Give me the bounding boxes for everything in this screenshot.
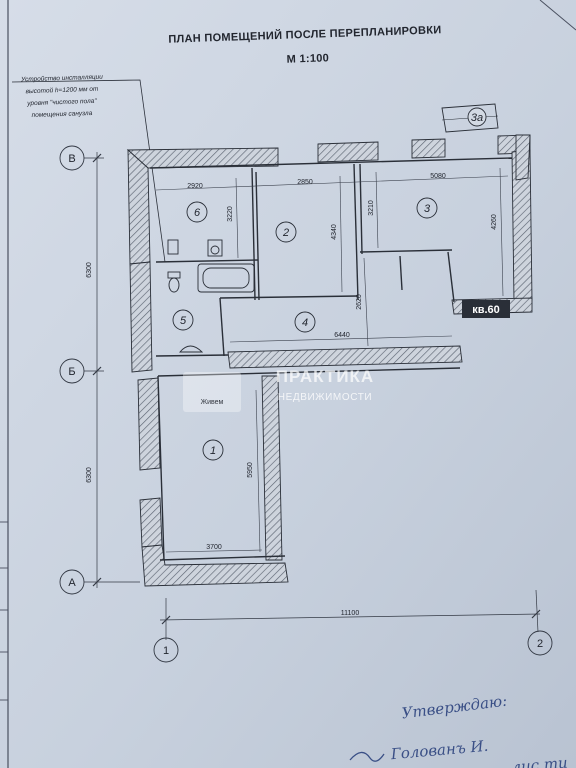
- svg-text:1: 1: [210, 445, 216, 457]
- toilet-fixture: [167, 271, 181, 293]
- apartment-badge: кв.60: [462, 300, 510, 318]
- svg-text:2: 2: [537, 638, 543, 650]
- watermark-line1: ПРАКТИКА: [276, 367, 374, 386]
- watermark-logo: Живем: [201, 399, 224, 406]
- dim-r3-depth-left: 3210: [368, 200, 375, 216]
- svg-text:лис.ти: лис.ти: [511, 754, 569, 768]
- svg-text:кв.60: кв.60: [472, 304, 500, 316]
- axis-lines: [84, 152, 541, 640]
- watermark-line2: НЕДВИЖИМОСТИ: [278, 392, 372, 403]
- dim-r4-width: 6440: [334, 332, 350, 339]
- svg-text:3а: 3а: [471, 112, 483, 124]
- dim-r3-width: 5080: [430, 173, 446, 180]
- svg-text:3: 3: [424, 203, 431, 215]
- svg-text:1: 1: [163, 645, 169, 657]
- room-3a-marker: 3а: [441, 103, 499, 133]
- svg-text:помещения санузла: помещения санузла: [31, 110, 92, 119]
- plan-scale: М 1:100: [286, 52, 329, 65]
- svg-text:5: 5: [180, 315, 187, 327]
- svg-text:В: В: [68, 153, 75, 165]
- dim-r2-depth: 4340: [331, 224, 338, 240]
- dim-axis-top: 6300: [86, 262, 93, 278]
- dim-r1-width: 3700: [206, 544, 222, 551]
- installation-note: Устройство инсталляции высотой h=1200 мм…: [11, 73, 166, 263]
- sink-fixture: [179, 345, 204, 353]
- svg-text:2: 2: [282, 227, 289, 239]
- axis-bubble-2: 2: [527, 630, 553, 656]
- dim-r6-depth: 3220: [227, 206, 234, 222]
- wc-install-fixture: [167, 239, 223, 257]
- svg-text:4: 4: [302, 317, 308, 329]
- room-2-label: 2: [275, 221, 297, 243]
- axis-bubble-b: Б: [59, 358, 85, 384]
- svg-text:А: А: [68, 577, 76, 589]
- axis-bubble-a: А: [59, 569, 85, 595]
- axis-bubble-v: В: [59, 145, 85, 171]
- bathtub-fixture: [197, 263, 255, 293]
- dim-r3-depth-right: 4260: [491, 214, 498, 230]
- room-4-label: 4: [294, 311, 316, 333]
- sheet-top-border: [539, 0, 576, 31]
- title-block-stub: [0, 521, 8, 701]
- dim-axis-bottom: 6300: [86, 467, 93, 483]
- inner-dimension-lines: [155, 167, 509, 553]
- dim-r2-width: 2850: [297, 179, 313, 186]
- svg-text:уровня "чистого пола": уровня "чистого пола": [26, 98, 97, 107]
- watermark: Живем ПРАКТИКА НЕДВИЖИМОСТИ: [183, 367, 374, 412]
- room-3-label: 3: [416, 197, 438, 219]
- axis-bubble-1: 1: [153, 637, 179, 663]
- room-1-label: 1: [202, 439, 224, 461]
- svg-text:6: 6: [194, 207, 201, 219]
- svg-text:высотой h=1200 мм от: высотой h=1200 мм от: [25, 85, 99, 96]
- dim-r4-depth: 2620: [356, 294, 363, 310]
- room-6-label: 6: [186, 201, 208, 223]
- dim-overall: 11100: [341, 610, 360, 617]
- dim-r1-depth: 5950: [247, 462, 254, 478]
- walls: [126, 134, 533, 587]
- dim-r6-width: 2920: [187, 183, 203, 190]
- room-5-label: 5: [172, 309, 194, 331]
- axis-ticks: [92, 153, 541, 625]
- svg-text:Б: Б: [68, 366, 75, 378]
- interior-partitions: [149, 157, 513, 561]
- svg-text:Устройство инсталляции: Устройство инсталляции: [20, 73, 103, 84]
